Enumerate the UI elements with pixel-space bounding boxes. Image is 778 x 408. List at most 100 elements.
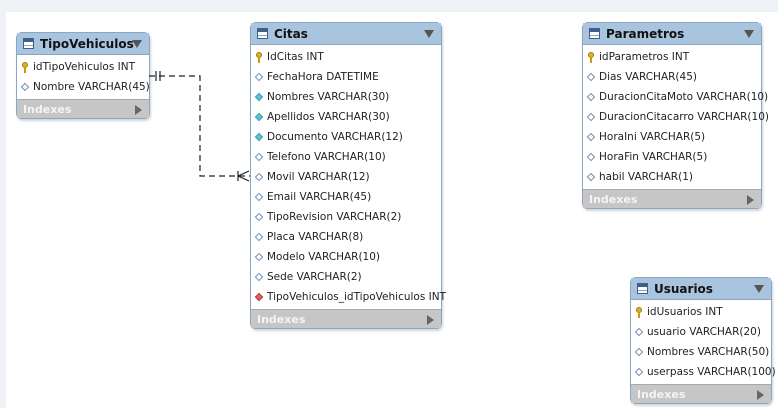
column-label: Telefono VARCHAR(10)	[267, 151, 386, 163]
table-citas[interactable]: Citas IdCitas INT FechaHora DATETIME Nombr…	[250, 22, 446, 329]
expand-arrow-icon[interactable]	[747, 195, 754, 205]
indexes-section[interactable]: Indexes	[251, 309, 441, 328]
column-row[interactable]: Nombres VARCHAR(50)	[631, 342, 771, 362]
table-parametros[interactable]: Parametros idParametros INT Dias VARCHAR(…	[582, 22, 769, 209]
column-label: usuario VARCHAR(20)	[647, 326, 761, 338]
table-header[interactable]: Usuarios	[631, 278, 771, 300]
column-diamond-icon	[254, 72, 264, 82]
column-label: Placa VARCHAR(8)	[267, 231, 364, 243]
column-row[interactable]: userpass VARCHAR(100)	[631, 362, 776, 382]
column-label: habil VARCHAR(1)	[599, 171, 693, 183]
column-label: FechaHora DATETIME	[267, 71, 379, 83]
indexes-label: Indexes	[637, 387, 686, 401]
collapse-arrow-icon[interactable]	[132, 40, 142, 48]
primary-key-icon	[255, 51, 263, 63]
column-label: DuracionCitaMoto VARCHAR(10)	[599, 91, 769, 103]
collapse-arrow-icon[interactable]	[744, 30, 754, 38]
column-row[interactable]: habil VARCHAR(1)	[583, 167, 761, 187]
column-row[interactable]: idTipoVehiculos INT	[17, 57, 149, 77]
column-row[interactable]: Email VARCHAR(45)	[251, 187, 441, 207]
column-diamond-icon	[586, 112, 596, 122]
column-label: HoraIni VARCHAR(5)	[599, 131, 706, 143]
table-header[interactable]: TipoVehiculos	[17, 33, 149, 55]
indexes-section[interactable]: Indexes	[17, 99, 149, 118]
table-header[interactable]: Citas	[251, 23, 441, 45]
column-row[interactable]: idParametros INT	[583, 47, 761, 67]
collapse-arrow-icon[interactable]	[754, 285, 764, 293]
column-row[interactable]: Nombre VARCHAR(45)	[17, 77, 150, 97]
table-usuarios[interactable]: Usuarios idUsuarios INT usuario VARCHAR(2…	[630, 277, 776, 404]
column-row[interactable]: HoraIni VARCHAR(5)	[583, 127, 761, 147]
column-diamond-icon	[254, 252, 264, 262]
table-name: TipoVehiculos	[40, 36, 134, 51]
column-row[interactable]: Movil VARCHAR(12)	[251, 167, 441, 187]
table-icon	[637, 283, 648, 294]
column-row[interactable]: HoraFin VARCHAR(5)	[583, 147, 761, 167]
column-row[interactable]: idUsuarios INT	[631, 302, 771, 322]
column-list: IdCitas INT FechaHora DATETIME Nombres VAR…	[251, 45, 446, 309]
column-diamond-icon	[254, 272, 264, 282]
column-label: IdCitas INT	[267, 51, 324, 63]
column-row[interactable]: FechaHora DATETIME	[251, 67, 441, 87]
column-diamond-icon	[634, 327, 644, 337]
column-label: Nombres VARCHAR(50)	[647, 346, 770, 358]
column-diamond-icon	[586, 152, 596, 162]
table-icon	[589, 28, 600, 39]
column-diamond-icon	[20, 82, 30, 92]
column-row[interactable]: Documento VARCHAR(12)	[251, 127, 441, 147]
expand-arrow-icon[interactable]	[757, 390, 764, 400]
column-diamond-icon	[586, 72, 596, 82]
column-row[interactable]: Sede VARCHAR(2)	[251, 267, 441, 287]
indexes-label: Indexes	[257, 312, 306, 326]
column-row[interactable]: Dias VARCHAR(45)	[583, 67, 761, 87]
column-row[interactable]: DuracionCitacarro VARCHAR(10)	[583, 107, 769, 127]
column-row[interactable]: Placa VARCHAR(8)	[251, 227, 441, 247]
foreign-key-diamond-icon	[254, 292, 264, 302]
column-label: TipoRevision VARCHAR(2)	[267, 211, 402, 223]
relationship-tipovehiculos-citas[interactable]	[149, 71, 250, 182]
column-label: Movil VARCHAR(12)	[267, 171, 370, 183]
primary-key-icon	[635, 306, 643, 318]
table-name: Parametros	[606, 26, 685, 41]
column-diamond-icon	[254, 212, 264, 222]
expand-arrow-icon[interactable]	[135, 105, 142, 115]
column-label: DuracionCitacarro VARCHAR(10)	[599, 111, 769, 123]
column-diamond-icon	[586, 132, 596, 142]
column-row[interactable]: TipoRevision VARCHAR(2)	[251, 207, 441, 227]
expand-arrow-icon[interactable]	[427, 315, 434, 325]
column-label: Documento VARCHAR(12)	[267, 131, 403, 143]
table-icon	[257, 28, 268, 39]
collapse-arrow-icon[interactable]	[424, 30, 434, 38]
column-diamond-icon	[634, 367, 644, 377]
column-diamond-icon	[586, 92, 596, 102]
column-row[interactable]: TipoVehiculos_idTipoVehiculos INT	[251, 287, 446, 307]
primary-key-icon	[587, 51, 595, 63]
column-row[interactable]: Nombres VARCHAR(30)	[251, 87, 441, 107]
table-icon	[23, 38, 34, 49]
indexes-section[interactable]: Indexes	[631, 384, 771, 403]
indexes-section[interactable]: Indexes	[583, 189, 761, 208]
column-label: Sede VARCHAR(2)	[267, 271, 362, 283]
primary-key-icon	[21, 61, 29, 73]
table-name: Usuarios	[654, 281, 713, 296]
column-row[interactable]: usuario VARCHAR(20)	[631, 322, 771, 342]
indexes-label: Indexes	[23, 102, 72, 116]
column-row[interactable]: Apellidos VARCHAR(30)	[251, 107, 441, 127]
column-row[interactable]: Telefono VARCHAR(10)	[251, 147, 441, 167]
column-label: HoraFin VARCHAR(5)	[599, 151, 708, 163]
column-label: Dias VARCHAR(45)	[599, 71, 697, 83]
table-name: Citas	[274, 26, 308, 41]
column-label: TipoVehiculos_idTipoVehiculos INT	[267, 291, 447, 303]
column-list: idParametros INT Dias VARCHAR(45) Duracion…	[583, 45, 769, 189]
table-header[interactable]: Parametros	[583, 23, 761, 45]
column-row[interactable]: IdCitas INT	[251, 47, 441, 67]
column-diamond-icon	[254, 172, 264, 182]
column-list: idUsuarios INT usuario VARCHAR(20) Nombres…	[631, 300, 776, 384]
indexes-label: Indexes	[589, 192, 638, 206]
not-null-diamond-icon	[254, 112, 264, 122]
column-row[interactable]: DuracionCitaMoto VARCHAR(10)	[583, 87, 768, 107]
column-row[interactable]: Modelo VARCHAR(10)	[251, 247, 441, 267]
one-only-marker	[155, 71, 161, 81]
